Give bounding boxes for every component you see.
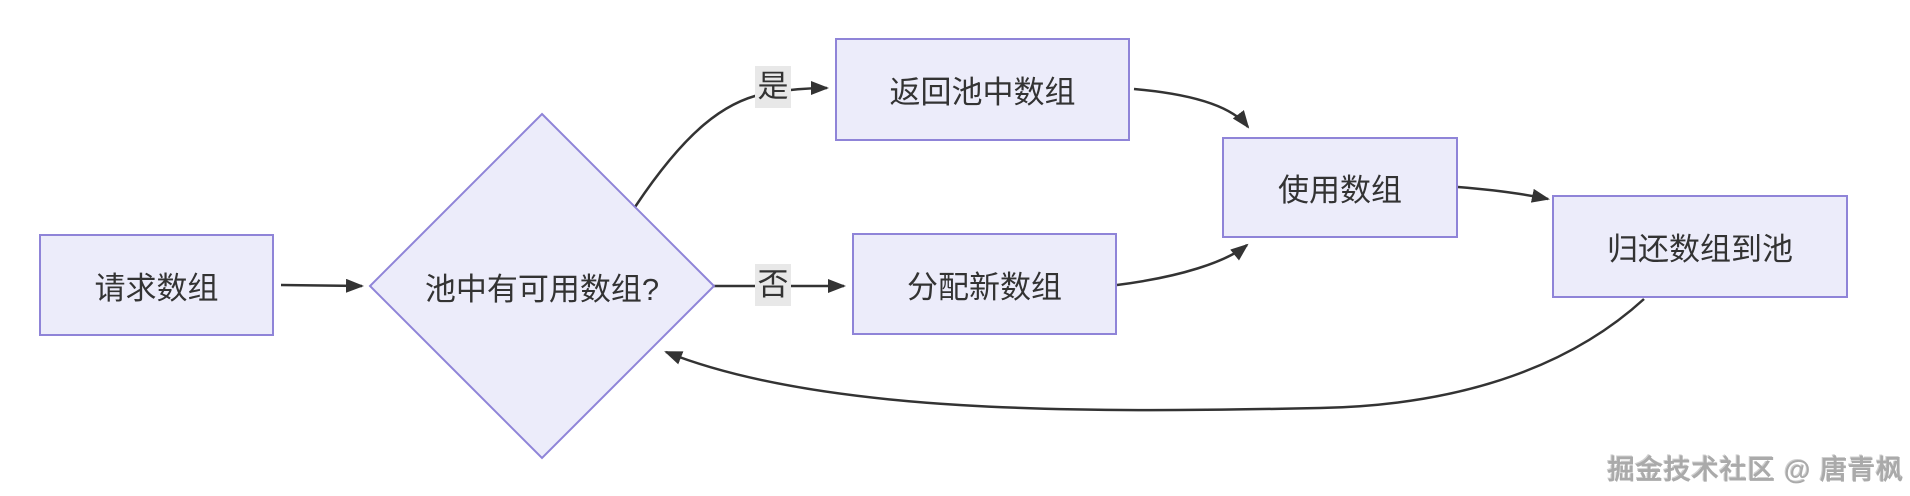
node-return-array-from-pool: 返回池中数组 [835, 38, 1130, 141]
edge-allocate-to-use [1116, 243, 1249, 287]
edge-returnpool-back-to-decision [664, 298, 1645, 412]
decision-diamond [368, 112, 716, 460]
edge-decision-yes-to-return [633, 81, 829, 208]
edge-label-no: 否 [755, 264, 791, 306]
watermark-text: 掘金技术社区 @ 唐青枫 [1607, 455, 1904, 485]
node-return-array-to-pool: 归还数组到池 [1552, 195, 1848, 298]
edge-label-yes: 是 [755, 66, 791, 108]
node-use-array: 使用数组 [1222, 137, 1458, 238]
edge-return-to-use [1133, 87, 1250, 129]
node-request-array: 请求数组 [39, 234, 274, 336]
edge-request-to-decision [280, 278, 364, 293]
decision-node-label: 池中有可用数组? [424, 271, 660, 307]
node-allocate-new-array: 分配新数组 [852, 233, 1117, 335]
edge-use-to-returnpool [1457, 185, 1550, 203]
